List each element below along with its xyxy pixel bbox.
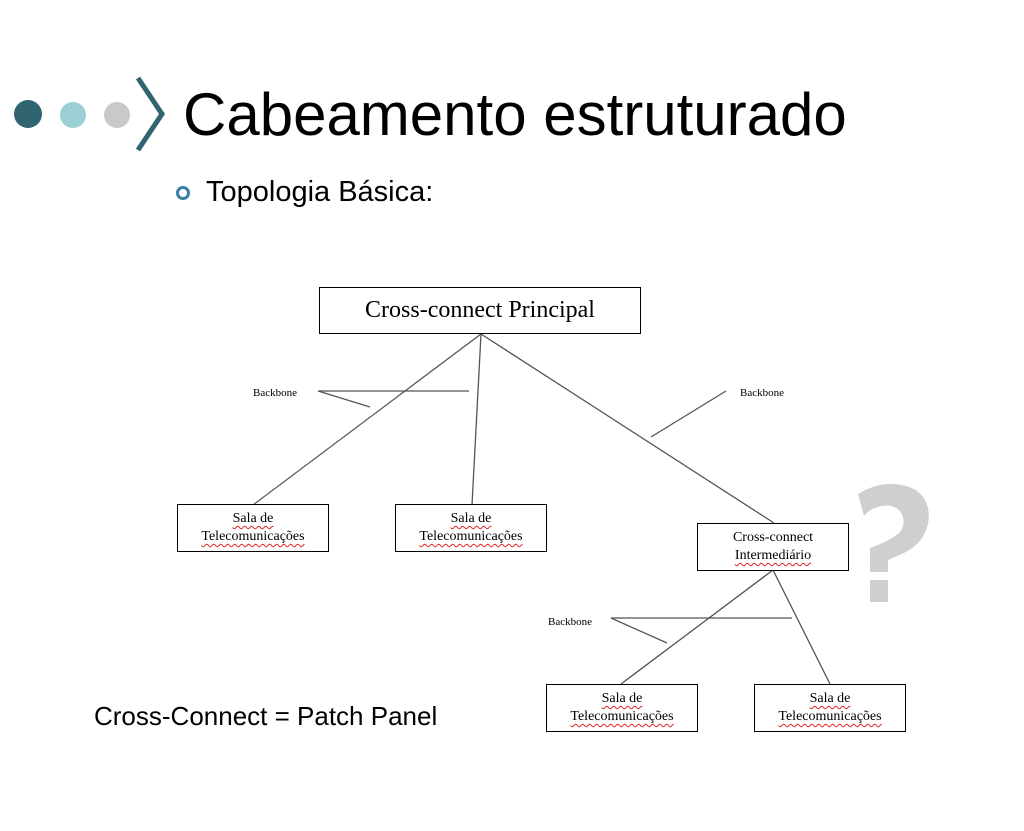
link-intermediate-to-room3 xyxy=(620,569,774,685)
telecom-room-box: Sala de Telecomunicações xyxy=(395,504,547,552)
dot-gray xyxy=(104,102,130,128)
main-cross-connect-label: Cross-connect Principal xyxy=(365,296,595,323)
bullet-text: Topologia Básica: xyxy=(206,176,434,208)
main-cross-connect-box: Cross-connect Principal xyxy=(319,287,641,334)
room-line2: Telecomunicações xyxy=(570,709,674,724)
dot-teal xyxy=(60,102,86,128)
question-mark-icon xyxy=(858,483,929,602)
intermediate-line2: Intermediário xyxy=(734,548,812,563)
backbone-label-right: Backbone xyxy=(740,387,784,399)
telecom-room-box: Sala de Telecomunicações xyxy=(546,684,698,732)
room-line1: Sala de xyxy=(809,690,851,706)
dot-dark xyxy=(14,100,42,128)
room-line2: Telecomunicações xyxy=(778,709,882,724)
telecom-room-box: Sala de Telecomunicações xyxy=(754,684,906,732)
backbone-label-bottom: Backbone xyxy=(548,616,592,628)
backbone-label-left: Backbone xyxy=(253,387,297,399)
link-intermediate-to-room4 xyxy=(772,569,831,685)
link-main-to-intermediate xyxy=(480,333,775,524)
backbone-callout-right xyxy=(650,390,727,438)
link-main-to-room2 xyxy=(471,333,482,506)
room-line2: Telecomunicações xyxy=(201,529,305,544)
patch-panel-note: Cross-Connect = Patch Panel xyxy=(94,701,438,731)
intermediate-line1: Cross-connect xyxy=(732,529,814,545)
chevron-right-icon xyxy=(135,76,166,152)
room-line2: Telecomunicações xyxy=(419,529,523,544)
intermediate-cross-connect-box: Cross-connect Intermediário xyxy=(697,523,849,571)
room-line1: Sala de xyxy=(232,510,274,526)
telecom-room-box: Sala de Telecomunicações xyxy=(177,504,329,552)
room-line1: Sala de xyxy=(450,510,492,526)
title-decoration xyxy=(14,76,174,152)
bullet-ring-icon xyxy=(176,185,190,200)
link-main-to-room1 xyxy=(252,333,482,506)
bullet-item: Topologia Básica: xyxy=(176,176,433,209)
room-line1: Sala de xyxy=(601,690,643,706)
slide-title: Cabeamento estruturado xyxy=(183,81,847,148)
